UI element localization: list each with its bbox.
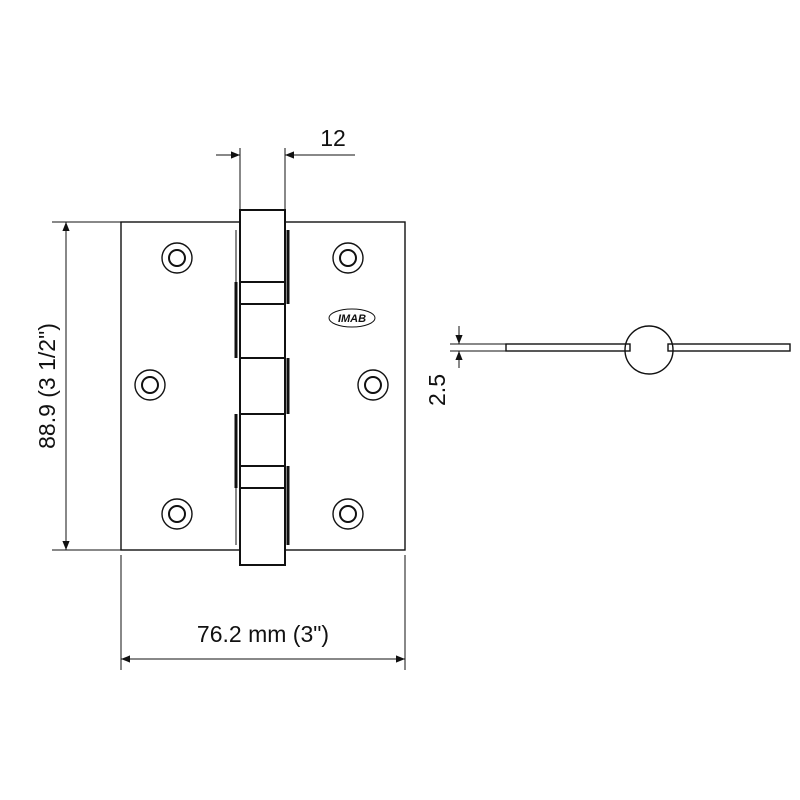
knuckle-segments bbox=[234, 230, 290, 545]
side-leaf-right bbox=[667, 343, 791, 352]
screw-hole bbox=[357, 369, 389, 401]
hinge-knuckle-barrel bbox=[239, 209, 286, 566]
screw-holes bbox=[134, 242, 389, 530]
width-dimension: 76.2 mm (3") bbox=[120, 555, 406, 670]
logo-text: IMAB bbox=[338, 313, 366, 325]
pin-width-dimension: 12 bbox=[216, 125, 355, 210]
pin-width-label: 12 bbox=[320, 125, 346, 151]
imab-logo: IMAB bbox=[328, 308, 376, 328]
side-leaf-left bbox=[505, 343, 631, 352]
hinge-leaf-right bbox=[284, 221, 406, 551]
screw-hole bbox=[332, 498, 364, 530]
side-knuckle bbox=[624, 325, 674, 375]
hinge-side-view bbox=[505, 325, 791, 375]
width-label: 76.2 mm (3") bbox=[197, 621, 329, 647]
thickness-dimension: 2.5 bbox=[424, 326, 506, 406]
screw-hole bbox=[332, 242, 364, 274]
screw-hole bbox=[134, 369, 166, 401]
hinge-leaf-left bbox=[120, 221, 241, 551]
hinge-front-view: IMAB bbox=[120, 209, 406, 566]
screw-hole bbox=[161, 242, 193, 274]
height-label: 88.9 (3 1/2") bbox=[34, 323, 60, 449]
height-dimension: 88.9 (3 1/2") bbox=[34, 221, 121, 551]
screw-hole bbox=[161, 498, 193, 530]
thickness-label: 2.5 bbox=[424, 374, 450, 406]
